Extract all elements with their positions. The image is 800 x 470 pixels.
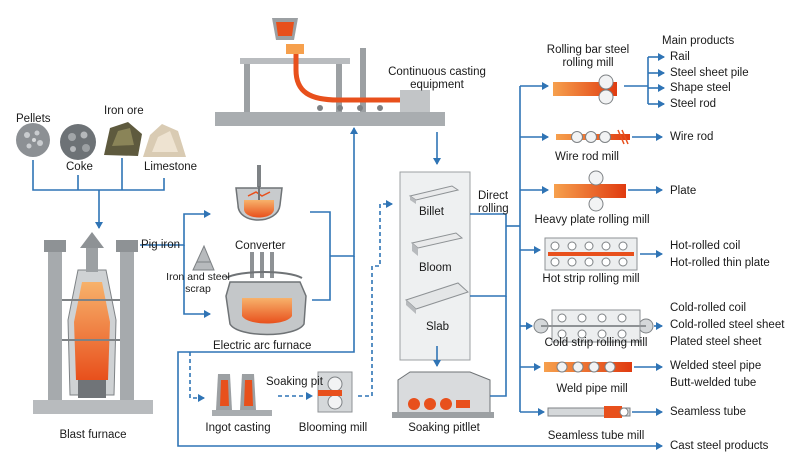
- product-welded-steel-pipe: Welded steel pipe: [670, 360, 762, 372]
- semi-products-panel: [399, 171, 471, 361]
- soaking-pitllet-icon: [392, 371, 494, 418]
- wire-rod-mill-label: Wire rod mill: [555, 151, 619, 163]
- billet-label: Billet: [419, 206, 444, 218]
- heavy-plate-mill-icon: [554, 170, 626, 212]
- soaking-pitllet-label: Soaking pitllet: [408, 422, 480, 434]
- blooming-mill-icon: [317, 371, 353, 413]
- blast-furnace-icon: [33, 232, 153, 414]
- product-rail: Rail: [670, 51, 690, 63]
- converter-label: Converter: [235, 240, 286, 252]
- weld-pipe-mill-icon: [544, 361, 632, 373]
- electric-arc-furnace-label: Electric arc furnace: [213, 340, 312, 352]
- product-plate: Plate: [670, 185, 697, 197]
- iron-ore-label: Iron ore: [104, 105, 144, 117]
- product-plated-steel-sheet: Plated steel sheet: [670, 336, 762, 348]
- billet-icon: [408, 185, 460, 204]
- product-hot-rolled-coil: Hot-rolled coil: [670, 240, 741, 252]
- ingot-casting-icon: [212, 374, 272, 416]
- hot-strip-mill-icon: [544, 237, 638, 271]
- wire-rod-mill-icon: [556, 129, 630, 145]
- product-steel-rod: Steel rod: [670, 98, 717, 110]
- bloom-icon: [410, 232, 464, 256]
- scrap-icon: [192, 244, 215, 271]
- coke-icon: [60, 124, 96, 160]
- coke-label: Coke: [66, 161, 93, 173]
- main-products-title: Main products: [662, 35, 735, 47]
- slab-icon: [405, 282, 469, 314]
- blast-furnace-label: Blast furnace: [59, 429, 127, 441]
- product-butt-welded-tube: Butt-welded tube: [670, 377, 757, 389]
- ingot-casting-label: Ingot casting: [205, 422, 271, 434]
- limestone-icon: [143, 124, 186, 157]
- cold-strip-mill-label: Cold strip rolling mill: [544, 337, 648, 349]
- product-cold-rolled-coil: Cold-rolled coil: [670, 302, 747, 314]
- soaking-pit-label: Soaking pit: [266, 376, 323, 388]
- slab-label: Slab: [426, 321, 450, 333]
- bloom-label: Bloom: [419, 262, 452, 274]
- rolling-bar-mill-icon: [553, 74, 617, 105]
- converter-icon: [235, 165, 283, 221]
- product-seamless-tube: Seamless tube: [670, 406, 747, 418]
- limestone-label: Limestone: [144, 161, 198, 173]
- heavy-plate-mill-label: Heavy plate rolling mill: [534, 214, 650, 226]
- iron-ore-icon: [104, 122, 142, 156]
- weld-pipe-mill-label: Weld pipe mill: [556, 383, 628, 395]
- product-cast-steel-products: Cast steel products: [670, 440, 769, 452]
- product-hot-rolled-thin-plate: Hot-rolled thin plate: [670, 257, 770, 269]
- pig-iron-label: Pig iron: [141, 239, 180, 251]
- pellets-icon: [16, 123, 50, 157]
- continuous-casting-icon: [215, 18, 445, 126]
- product-shape-steel: Shape steel: [670, 82, 731, 94]
- hot-strip-mill-label: Hot strip rolling mill: [542, 273, 640, 285]
- electric-arc-furnace-icon: [225, 252, 307, 336]
- seamless-tube-mill-icon: [547, 406, 631, 418]
- flow-lines: [32, 53, 665, 450]
- cold-strip-mill-icon: [533, 309, 654, 343]
- product-cold-rolled-steel-sheet: Cold-rolled steel sheet: [670, 319, 785, 331]
- seamless-tube-mill-label: Seamless tube mill: [547, 430, 645, 442]
- product-wire-rod: Wire rod: [670, 131, 714, 143]
- product-steel-sheet-pile: Steel sheet pile: [670, 67, 749, 79]
- pellets-label: Pellets: [16, 113, 51, 125]
- blooming-mill-label: Blooming mill: [298, 422, 368, 434]
